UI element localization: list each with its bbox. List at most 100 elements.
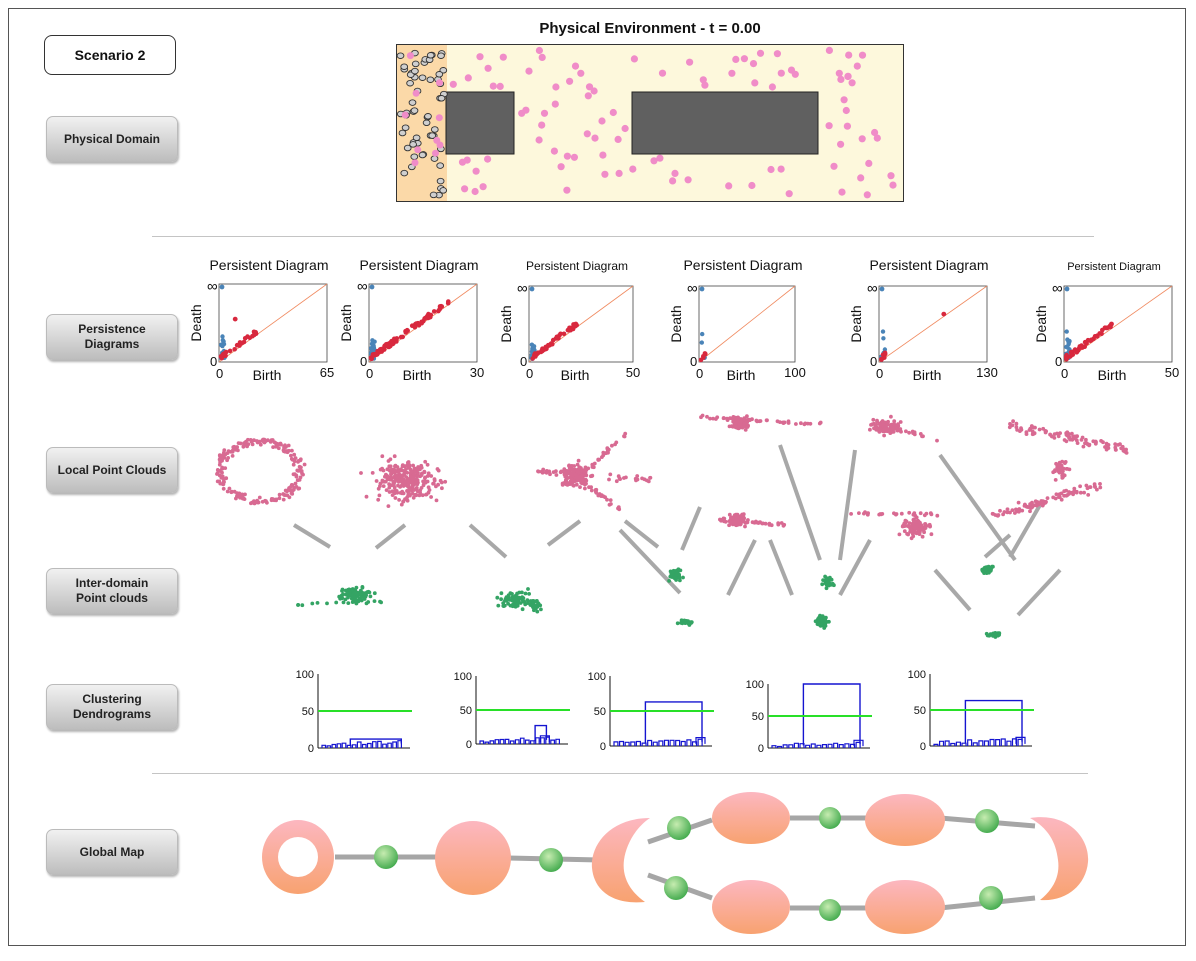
local-cloud (849, 510, 940, 541)
pd-zero-x-label: 0 (876, 366, 883, 381)
obstacle-left (445, 91, 515, 155)
scenario-label[interactable]: Scenario 2 (44, 35, 176, 75)
dendro-link (619, 740, 625, 746)
cloud-point (526, 587, 530, 591)
cloud-point (1055, 431, 1059, 436)
cloud-point (905, 524, 910, 528)
cloud-point (608, 498, 613, 502)
cloud-point (755, 419, 759, 424)
local-point-clouds-button[interactable]: Local Point Clouds (46, 447, 178, 493)
cloud-point (501, 604, 506, 608)
cloud-link (680, 506, 702, 551)
physical-domain-button[interactable]: Physical Domain (46, 116, 178, 162)
target-agent (791, 70, 799, 78)
connector-node (975, 809, 999, 833)
cloud-point (561, 469, 566, 474)
cloud-point (434, 484, 438, 489)
cloud-point (1005, 510, 1010, 515)
dendro-ytick: 0 (600, 741, 606, 753)
persistence-diagrams-button[interactable]: Persistence Diagrams (46, 314, 178, 360)
inter-domain-cloud (984, 631, 1002, 639)
cloud-point (416, 465, 420, 469)
cloud-point (983, 567, 988, 572)
pd-point-h1 (379, 346, 384, 352)
cloud-point (260, 438, 265, 443)
cloud-point (231, 445, 236, 449)
cloud-point (738, 520, 742, 525)
cloud-point (1016, 500, 1021, 505)
target-agent (599, 151, 607, 159)
target-agent (853, 62, 861, 70)
cloud-point (525, 598, 530, 603)
oval-node-top-right (865, 794, 945, 846)
target-agent (630, 55, 638, 63)
cloud-point (575, 469, 580, 474)
cloud-point (1061, 475, 1065, 479)
inter-domain-cloud (667, 567, 685, 583)
cloud-point (401, 491, 406, 496)
cloud-point (824, 586, 829, 591)
cloud-point (283, 493, 288, 497)
cloud-point (1056, 469, 1061, 474)
cloud-point (875, 418, 879, 423)
cloud-point (378, 467, 383, 472)
pd-point-h0 (220, 338, 225, 343)
cloud-point (378, 599, 382, 604)
pd-point-h1 (247, 335, 253, 341)
cloud-point (1061, 466, 1066, 471)
cloud-point (1072, 489, 1076, 494)
cloud-point (408, 487, 413, 491)
cloud-point (252, 501, 256, 506)
cloud-point (289, 457, 294, 461)
cloud-point (496, 603, 501, 608)
cloud-point (1005, 507, 1010, 512)
cloud-point (380, 454, 385, 459)
connector-node (979, 886, 1003, 910)
cloud-point (364, 601, 369, 606)
cloud-point (634, 478, 638, 483)
dendro-link (494, 739, 500, 744)
cloud-point (350, 587, 355, 591)
pd-point-h0 (1064, 329, 1069, 334)
cloud-point (1019, 427, 1024, 432)
cloud-point (1038, 501, 1042, 505)
cloud-point (1062, 493, 1066, 498)
pd-point-h1 (1077, 344, 1083, 349)
dendro-link (382, 743, 387, 748)
cloud-point (356, 597, 361, 602)
pd-ylabel: Death (668, 305, 684, 342)
robot-agent (439, 187, 448, 194)
target-agent (585, 83, 594, 91)
pd-point-h1 (431, 309, 437, 314)
target-agent (432, 149, 439, 157)
cloud-link (292, 523, 332, 549)
cloud-point (735, 512, 740, 517)
cloud-point (727, 424, 732, 429)
clustering-dendrograms-button[interactable]: Clustering Dendrograms (46, 684, 178, 730)
cloud-point (1013, 511, 1017, 515)
robot-agent (400, 63, 409, 70)
cloud-point (727, 512, 732, 517)
cloud-point (799, 421, 803, 426)
dendro-link (356, 741, 362, 748)
cloud-link (838, 449, 857, 561)
cloud-point (358, 588, 363, 593)
pd-point-h1 (218, 354, 224, 359)
pd-point-h1 (539, 348, 545, 354)
point-clouds-panel (215, 413, 1129, 639)
robot-agent (418, 74, 427, 81)
target-agent (436, 79, 443, 87)
global-map-button[interactable]: Global Map (46, 829, 178, 875)
cloud-point (220, 466, 225, 471)
pd-point-h0 (882, 347, 888, 352)
inter-domain-point-clouds-button[interactable]: Inter-domain Point clouds (46, 568, 178, 614)
target-agent (550, 147, 558, 155)
dendro-ytick: 100 (908, 669, 926, 681)
pd-infinity-label: ∞ (867, 280, 878, 297)
cloud-link (1008, 504, 1042, 558)
dendro-top-merge (964, 699, 1023, 744)
target-agent (699, 76, 707, 84)
cloud-point (909, 536, 914, 541)
cloud-point (341, 600, 346, 605)
dendro-link (855, 741, 861, 748)
